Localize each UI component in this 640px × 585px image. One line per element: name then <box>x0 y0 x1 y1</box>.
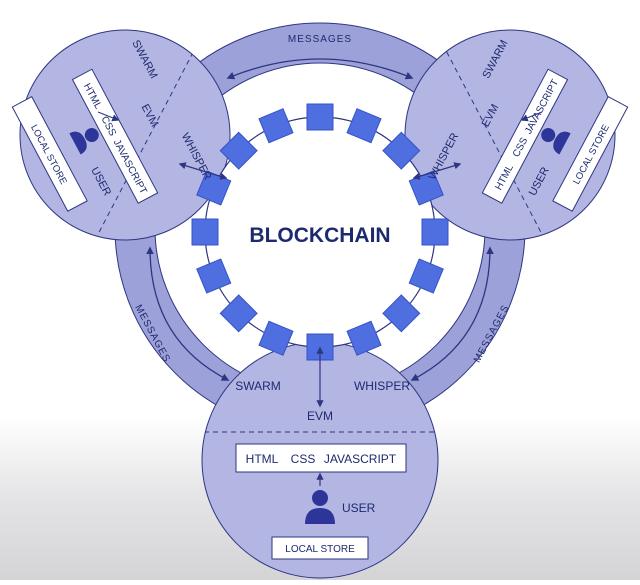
block-icon <box>258 320 294 356</box>
block-icon <box>219 294 258 333</box>
block-icon <box>306 103 334 131</box>
blockchain-title: BLOCKCHAIN <box>249 224 390 247</box>
block-icon <box>346 320 382 356</box>
frontend-box-bottom <box>235 443 407 473</box>
swarm-label-bottom: SWARM <box>235 379 281 393</box>
node-right <box>404 29 616 241</box>
arrow-left-user <box>97 111 120 122</box>
messages-arrow-left <box>146 246 230 381</box>
local-store-box-right <box>552 96 629 212</box>
block-icon <box>346 108 382 144</box>
html-label-bottom: HTML <box>246 452 279 466</box>
arrow-right-user <box>520 111 543 122</box>
block-icon <box>382 131 421 170</box>
frontend-box-right <box>481 68 569 204</box>
css-label-bottom: CSS <box>291 452 316 466</box>
messages-label-top: MESSAGES <box>288 34 352 45</box>
arrow-left-evm <box>178 162 228 180</box>
messages-arrow-top <box>226 58 414 80</box>
block-icon <box>258 108 294 144</box>
user-icon <box>541 128 571 155</box>
user-label-bottom: USER <box>342 501 376 515</box>
messages-arrow-right <box>410 246 494 381</box>
whisper-label-bottom: WHISPER <box>354 379 410 393</box>
block-icon <box>408 258 444 294</box>
local-store-label-bottom: LOCAL STORE <box>285 544 355 555</box>
block-icon <box>191 218 219 246</box>
evm-label-bottom: EVM <box>307 409 333 423</box>
javascript-label-bottom: JAVASCRIPT <box>324 452 397 466</box>
frontend-box-left <box>71 68 159 204</box>
local-store-box-left <box>11 96 88 212</box>
arrow-right-evm <box>412 162 462 180</box>
block-icon <box>421 218 449 246</box>
block-icon <box>219 131 258 170</box>
user-icon <box>305 490 335 524</box>
block-icon <box>196 258 232 294</box>
user-icon <box>69 128 99 155</box>
block-icon <box>382 294 421 333</box>
local-store-box-bottom <box>271 536 369 560</box>
